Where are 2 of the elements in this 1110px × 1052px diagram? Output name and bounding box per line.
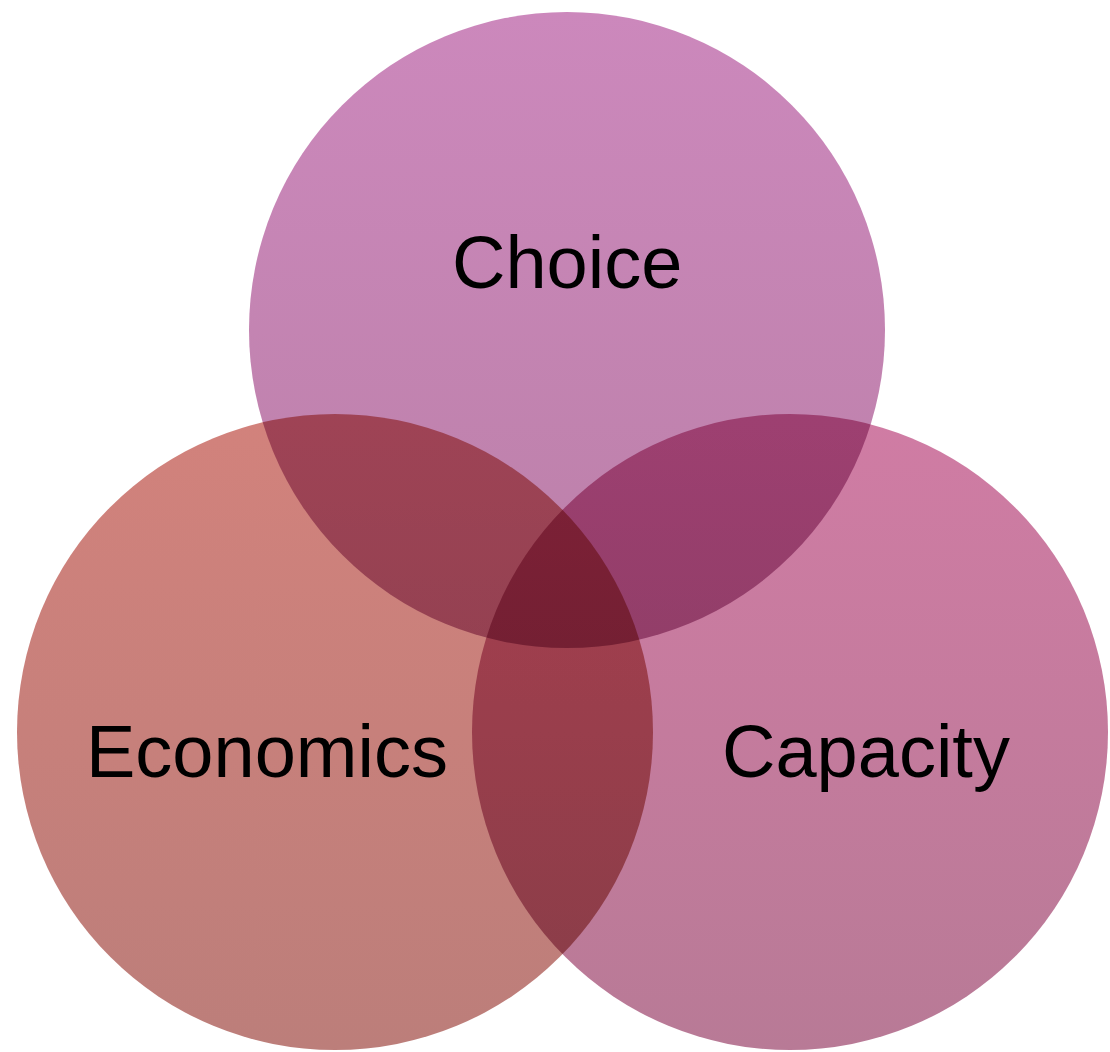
circle-label: Choice: [452, 226, 683, 300]
circle-label: Economics: [86, 715, 448, 789]
